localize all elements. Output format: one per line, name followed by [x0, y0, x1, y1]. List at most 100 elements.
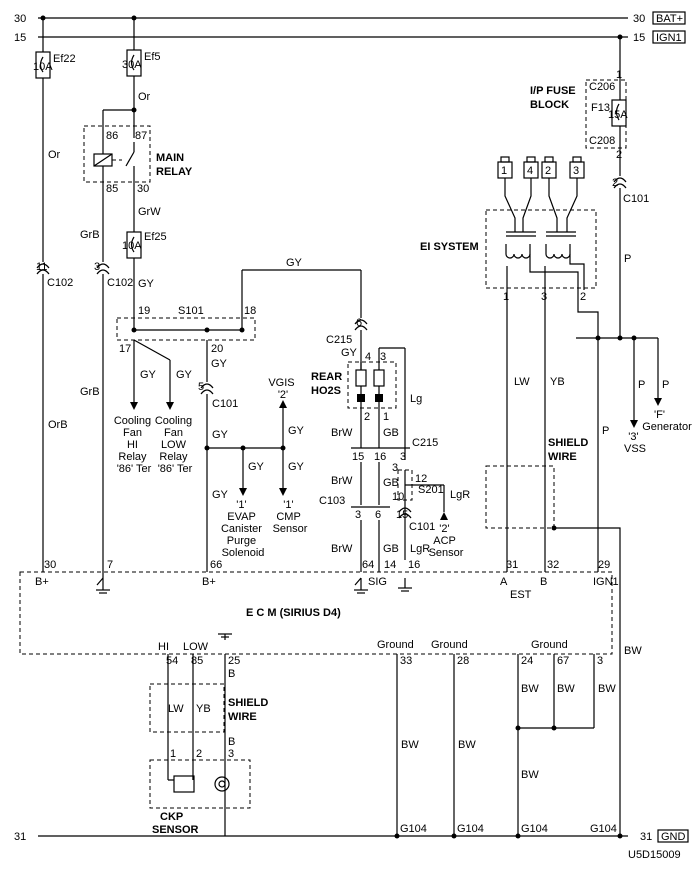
pin-b-top: B: [228, 668, 235, 680]
pin-2-ckp: 2: [196, 748, 202, 760]
wire-gy-10: GY: [288, 425, 305, 437]
ecm-b: B: [540, 576, 547, 588]
ho2s-box: [347, 361, 397, 409]
gnd-num-right: 31: [640, 831, 652, 843]
wire-yb-1: YB: [550, 376, 565, 388]
ign-tag: IGN1: [656, 32, 682, 44]
c101-ign: C101: [623, 193, 649, 205]
pin-64: 64: [362, 559, 374, 571]
ignition-coil-a: [505, 231, 536, 259]
fan-hi-label: Cooling Fan HI Relay '86' Ter: [114, 415, 154, 475]
wire-brw-1: BrW: [331, 427, 353, 439]
ei-system-box: [485, 209, 597, 289]
pin-10: 10: [392, 491, 404, 503]
wire-grb-1: GrB: [80, 229, 100, 241]
ecm-box: [19, 571, 613, 655]
ei-shield-l1: SHIELD: [548, 437, 588, 449]
arrow: [130, 402, 138, 410]
ground-symbol: [96, 577, 110, 594]
pin-5: 5: [198, 381, 204, 393]
wire: [566, 186, 578, 232]
wire-grb-2: GrB: [80, 386, 100, 398]
junction: [204, 327, 210, 333]
wire-p-4: P: [602, 425, 609, 437]
wire-lgr-1: LgR: [450, 489, 470, 501]
ckp-shield-l2: WIRE: [228, 711, 257, 723]
c103-label: C103: [319, 495, 345, 507]
f13-amp: 15A: [608, 109, 628, 121]
wire: [133, 339, 171, 361]
footer-code: U5D15009: [628, 849, 681, 861]
svg-text:1: 1: [501, 165, 507, 177]
spark-plug-2: 2: [541, 156, 557, 186]
ecm-bplus-2: B+: [202, 576, 216, 588]
pin-85-ecm: 85: [191, 655, 203, 667]
ho2s-sensor: [373, 369, 385, 387]
junction: [617, 833, 623, 839]
ign-num-left: 15: [14, 32, 26, 44]
f13-conn-top: C206: [589, 81, 615, 93]
arrow: [654, 398, 662, 406]
junction: [515, 725, 521, 731]
splice-s101: [116, 317, 256, 341]
wire-bw-shield: BW: [624, 645, 642, 657]
ef25-name: Ef25: [144, 231, 167, 243]
gnd-num-left: 31: [14, 831, 26, 843]
arrow: [279, 488, 287, 496]
c101-right: C101: [409, 521, 435, 533]
bat-num-right: 30: [633, 13, 645, 25]
gnd-tag-box: [657, 829, 689, 843]
ckp-sensor-box: [149, 759, 251, 809]
ckp-shield-box: [149, 683, 225, 733]
relay-pin-86: 86: [106, 130, 118, 142]
ign-tag-box: [652, 30, 686, 44]
pin-66: 66: [210, 559, 222, 571]
pin-1-ho2s: 1: [383, 411, 389, 423]
ecm-title: E C M (SIRIUS D4): [246, 607, 341, 619]
wire-grw: GrW: [138, 206, 161, 218]
ei-system-label: EI SYSTEM: [420, 241, 479, 253]
connector-c102-left-b: [36, 269, 50, 275]
ground-symbol: [398, 578, 412, 592]
junction: [451, 833, 457, 839]
wire-lw-2: LW: [168, 703, 184, 715]
wire-or-2: Or: [138, 91, 151, 103]
wire-brw-2: BrW: [331, 475, 353, 487]
pin-15-b: 15: [396, 509, 408, 521]
pin-12: 12: [415, 473, 427, 485]
connector-c102-mid: [96, 263, 110, 269]
ckp-name-l1: CKP: [160, 811, 183, 823]
pin-20: 20: [211, 343, 223, 355]
g104-3: G104: [521, 823, 548, 835]
wire-brw-3: BrW: [331, 543, 353, 555]
ef5-amp: 30A: [122, 59, 142, 71]
wire: [529, 254, 579, 290]
fuse-ef22-element: [39, 56, 44, 73]
wire-gb-3: GB: [383, 543, 399, 555]
coil-pin-1: 1: [503, 291, 509, 303]
evap-label: '1' EVAP Canister Purge Solenoid: [221, 499, 265, 559]
pin-18: 18: [244, 305, 256, 317]
pin-17: 17: [119, 343, 131, 355]
relay-coil-slash: [93, 153, 113, 167]
coil-pin-2: 2: [580, 291, 586, 303]
bat-num-left: 30: [14, 13, 26, 25]
ignition-coil-b: [545, 231, 576, 259]
ckp-leads: [168, 776, 194, 781]
pin-33: 33: [400, 655, 412, 667]
ckp-gear-hub: [218, 780, 226, 788]
wire-gb-2: GB: [383, 477, 399, 489]
arrow: [440, 512, 448, 520]
ecm-ground-2: Ground: [431, 639, 468, 651]
cmp-label: '1' CMP Sensor: [273, 499, 308, 535]
connector-c215-top-b: [354, 325, 368, 331]
ground-symbol: [218, 633, 232, 640]
wire-gb-1: GB: [383, 427, 399, 439]
arrow: [166, 402, 174, 410]
ho2s-heater: [355, 369, 367, 387]
svg-text:2: 2: [545, 165, 551, 177]
spark-plug-3: 3: [569, 156, 585, 186]
pin-7: 7: [107, 559, 113, 571]
relay-pin-85: 85: [106, 183, 118, 195]
